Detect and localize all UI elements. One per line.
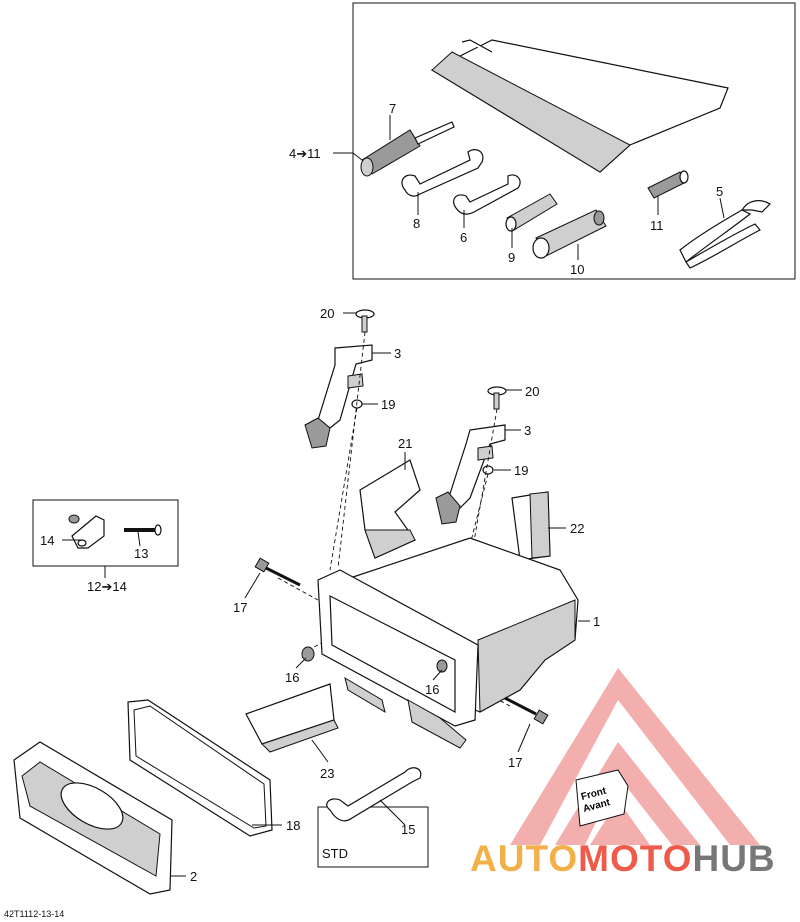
callout-3-upper: 3	[394, 346, 401, 361]
callout-22: 22	[570, 521, 584, 536]
callout-13: 13	[134, 546, 148, 561]
callout-19-upper: 19	[381, 397, 395, 412]
tool-kit-box	[352, 2, 796, 280]
strap-part-3-upper	[304, 309, 375, 449]
tool-bag	[430, 39, 729, 173]
callout-19-lower: 19	[514, 463, 528, 478]
callout-15: 15	[401, 822, 415, 837]
lid-part-2	[13, 741, 173, 895]
cover-part-22	[511, 491, 551, 561]
callout-16-right: 16	[425, 682, 439, 697]
callout-17-right: 17	[508, 755, 522, 770]
callout-12-14: 12➔14	[87, 579, 127, 594]
storage-bin-part-1	[301, 537, 579, 749]
screwdriver-part-7	[360, 121, 455, 177]
foam-pad-part-23	[245, 683, 339, 753]
wrench-part-6	[453, 174, 521, 215]
std-label: STD	[322, 846, 348, 861]
callout-5: 5	[716, 184, 723, 199]
callout-8: 8	[413, 216, 420, 231]
bolt-part-17-left	[254, 557, 301, 587]
watermark-auto: AUTO	[470, 838, 579, 879]
callout-7: 7	[389, 101, 396, 116]
socket-wrench-part-9	[505, 193, 558, 232]
callout-23: 23	[320, 766, 334, 781]
std-box	[317, 806, 429, 868]
strap-part-3-lower	[435, 386, 507, 525]
watermark-text: AUTOMOTOHUB	[470, 838, 776, 880]
callout-11: 11	[650, 218, 664, 233]
watermark-moto: MOTO	[578, 838, 693, 879]
callout-20-lower: 20	[525, 384, 539, 399]
seal-part-18	[127, 699, 273, 837]
callout-1: 1	[593, 614, 600, 629]
fuse-puller-part-11	[647, 170, 689, 199]
foam-pad-part-21	[359, 459, 421, 559]
front-direction-tag	[575, 769, 629, 827]
spanner-part-15	[326, 767, 422, 822]
callout-2: 2	[190, 869, 197, 884]
bracket-part-14	[68, 514, 105, 549]
callout-10: 10	[570, 262, 584, 277]
socket-wrench-part-10	[532, 209, 607, 259]
callout-17-left: 17	[233, 600, 247, 615]
callout-20-upper: 20	[320, 306, 334, 321]
pliers-part-5	[679, 200, 771, 269]
watermark-hub: HUB	[692, 838, 776, 879]
callout-18: 18	[286, 818, 300, 833]
callout-21: 21	[398, 436, 412, 451]
bolt-part-17-right	[504, 696, 549, 725]
callout-16-left: 16	[285, 670, 299, 685]
pin-part-13	[124, 524, 162, 536]
callout-14: 14	[40, 533, 54, 548]
callout-6: 6	[460, 230, 467, 245]
watermark-logo	[510, 668, 760, 845]
callout-3-lower: 3	[524, 423, 531, 438]
callout-4-11: 4➔11	[289, 146, 321, 161]
wrench-part-8	[401, 149, 484, 197]
callout-9: 9	[508, 250, 515, 265]
reference-code: 42T1112-13-14	[4, 909, 65, 919]
